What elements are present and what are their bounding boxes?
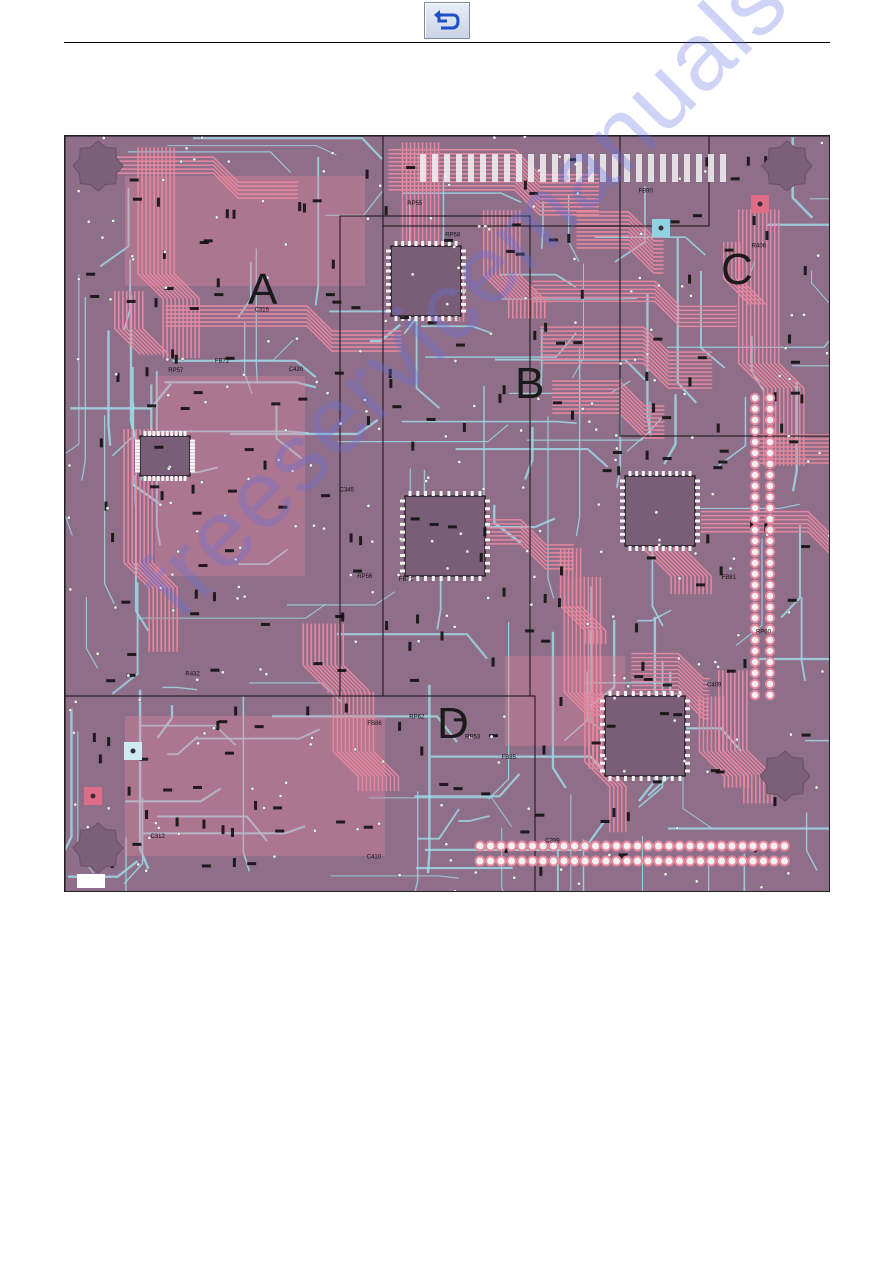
component-label: C399 — [545, 839, 560, 845]
header-rule — [64, 42, 830, 43]
component-label: C409 — [707, 682, 722, 688]
zone-a-label: A — [248, 265, 278, 314]
component-label: C345 — [340, 488, 355, 494]
component-label: R406 — [752, 243, 767, 249]
component-label: RP53 — [465, 734, 481, 740]
component-label: FB90 — [639, 188, 654, 194]
component-label: C420 — [289, 367, 304, 373]
zone-c-label: C — [721, 245, 753, 294]
component-label: FB72 — [215, 359, 230, 365]
component-label: FB81 — [722, 575, 737, 581]
component-label: R432 — [185, 671, 200, 677]
component-label: RP57 — [168, 368, 184, 374]
zone-d-label: D — [437, 699, 469, 748]
component-label: RP58 — [445, 232, 461, 238]
component-label: FB85 — [502, 755, 517, 761]
component-label: RP60 — [756, 629, 772, 635]
component-label: RP55 — [407, 201, 423, 207]
zone-b-label: B — [515, 359, 545, 408]
component-label: FB86 — [367, 721, 382, 727]
component-label: C312 — [150, 834, 165, 840]
component-label: FB71 — [399, 577, 414, 583]
back-button[interactable] — [424, 2, 470, 39]
component-label: RP62 — [409, 715, 425, 721]
board-corner-tab — [77, 874, 105, 888]
component-label: C410 — [367, 854, 382, 860]
return-arrow-icon — [434, 10, 460, 30]
component-label: C315 — [255, 307, 270, 313]
component-label: RP56 — [357, 574, 373, 580]
